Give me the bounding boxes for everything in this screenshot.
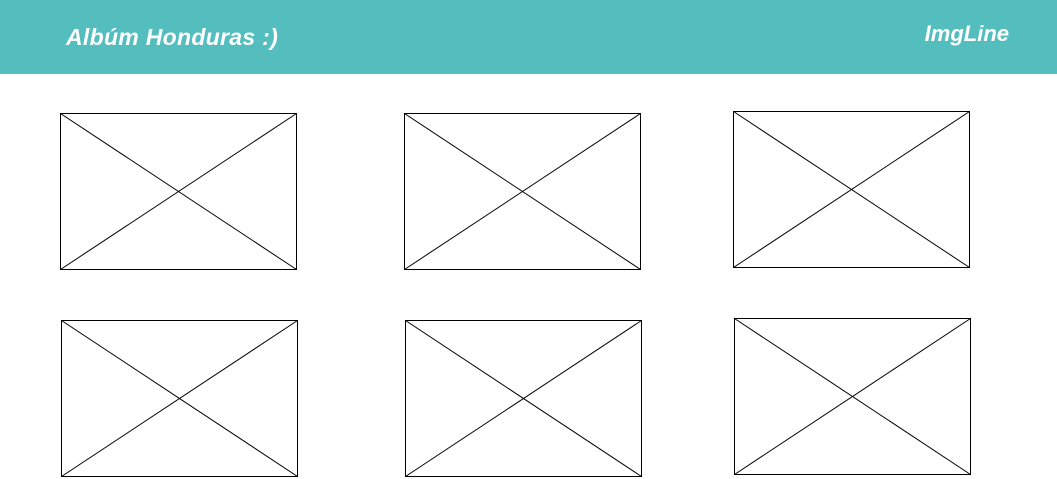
header-bar: Albúm Honduras :) ImgLine (0, 0, 1057, 74)
gallery-image-2[interactable] (404, 113, 641, 270)
image-placeholder-icon (733, 111, 970, 268)
gallery-image-3[interactable] (733, 111, 970, 268)
gallery-image-6[interactable] (734, 318, 971, 475)
image-placeholder-icon (405, 320, 642, 477)
gallery-image-1[interactable] (60, 113, 297, 270)
image-placeholder-icon (734, 318, 971, 475)
brand-logo-text[interactable]: ImgLine (924, 21, 1009, 46)
image-placeholder-icon (404, 113, 641, 270)
image-placeholder-icon (61, 320, 298, 477)
gallery-image-5[interactable] (405, 320, 642, 477)
album-title: Albúm Honduras :) (66, 24, 279, 50)
image-placeholder-icon (60, 113, 297, 270)
gallery-image-4[interactable] (61, 320, 298, 477)
